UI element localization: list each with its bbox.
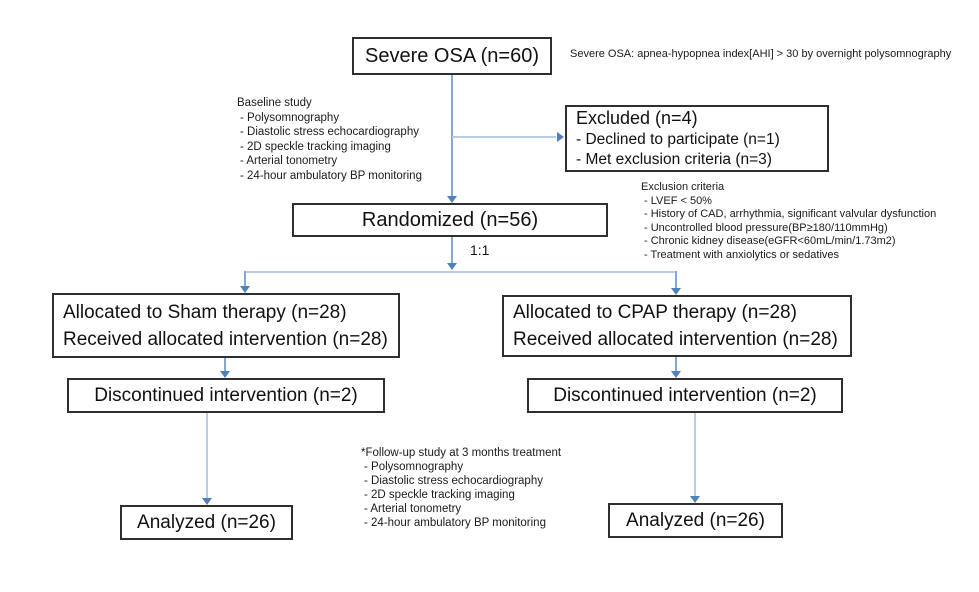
baseline-item: - Diastolic stress echocardiography [240, 126, 419, 138]
baseline-item: - 2D speckle tracking imaging [240, 140, 391, 153]
cpap-discontinued-box: Discontinued intervention (n=2) [527, 378, 843, 413]
cpap-analyzed-box: Analyzed (n=26) [608, 503, 783, 538]
exclusion-criteria-note: Exclusion criteria - LVEF < 50% - Histor… [641, 181, 936, 262]
cpap-received-line: Received allocated intervention (n=28) [513, 329, 838, 350]
excluded-box: Excluded (n=4) - Declined to participate… [565, 105, 829, 172]
sham-discontinued-box: Discontinued intervention (n=2) [67, 378, 385, 413]
osa-to-randomized-line [451, 75, 453, 196]
followup-item: - 2D speckle tracking imaging [364, 489, 515, 501]
severe-osa-box: Severe OSA (n=60) [352, 37, 552, 75]
sham-to-discontinued-line [224, 358, 226, 371]
randomized-box: Randomized (n=56) [292, 203, 608, 237]
arrow-down-icon [447, 196, 457, 203]
excluded-item: - Declined to participate (n=1) [576, 131, 780, 148]
exclusion-item: - Chronic kidney disease(eGFR<60mL/min/1… [644, 235, 896, 247]
sham-allocation-box: Allocated to Sham therapy (n=28) Receive… [52, 293, 400, 358]
exclusion-item: - History of CAD, arrhythmia, significan… [644, 208, 937, 220]
sham-to-analyzed-line [206, 413, 208, 498]
arrow-right-icon [557, 132, 564, 142]
cpap-to-analyzed-line [694, 413, 696, 496]
randomization-ratio-label: 1:1 [470, 242, 490, 258]
baseline-study-note: Baseline study - Polysomnography - Diast… [237, 96, 422, 183]
followup-title: *Follow-up study at 3 months treatment [361, 447, 562, 459]
followup-item: - Diastolic stress echocardiography [364, 475, 543, 487]
excluded-title: Excluded (n=4) [576, 108, 698, 128]
sham-analyzed-box: Analyzed (n=26) [120, 505, 293, 540]
arrow-down-icon [447, 263, 457, 270]
arrow-down-icon [671, 288, 681, 295]
branch-to-excluded-line [452, 136, 556, 138]
arrow-down-icon [240, 286, 250, 293]
exclusion-title: Exclusion criteria [641, 181, 725, 193]
exclusion-item: - Uncontrolled blood pressure(BP≥180/110… [644, 221, 888, 234]
cpap-allocation-box: Allocated to CPAP therapy (n=28) Receive… [502, 295, 852, 357]
followup-study-note: *Follow-up study at 3 months treatment -… [361, 446, 561, 530]
cpap-allocated-line: Allocated to CPAP therapy (n=28) [513, 302, 797, 323]
sham-received-line: Received allocated intervention (n=28) [63, 328, 388, 350]
arrow-down-icon [202, 498, 212, 505]
randomized-to-split-line [451, 237, 453, 263]
baseline-item: - Arterial tonometry [240, 155, 338, 167]
baseline-item: - 24-hour ambulatory BP monitoring [240, 169, 422, 182]
split-line [245, 271, 676, 273]
split-to-sham-line [244, 271, 246, 286]
followup-item: - Polysomnography [364, 461, 464, 473]
osa-definition-note: Severe OSA: apnea-hypopnea index[AHI] > … [570, 48, 952, 60]
arrow-down-icon [690, 496, 700, 503]
cpap-to-discontinued-line [675, 357, 677, 371]
excluded-item: - Met exclusion criteria (n=3) [576, 151, 772, 168]
baseline-item: - Polysomnography [240, 111, 340, 124]
followup-item: - 24-hour ambulatory BP monitoring [364, 517, 546, 529]
exclusion-item: - Treatment with anxiolytics or sedative… [644, 248, 840, 261]
baseline-title: Baseline study [237, 97, 312, 109]
exclusion-item: - LVEF < 50% [644, 194, 712, 207]
split-to-cpap-line [675, 271, 677, 288]
sham-allocated-line: Allocated to Sham therapy (n=28) [63, 301, 347, 323]
followup-item: - Arterial tonometry [364, 503, 462, 515]
arrow-down-icon [671, 371, 681, 378]
arrow-down-icon [220, 371, 230, 378]
